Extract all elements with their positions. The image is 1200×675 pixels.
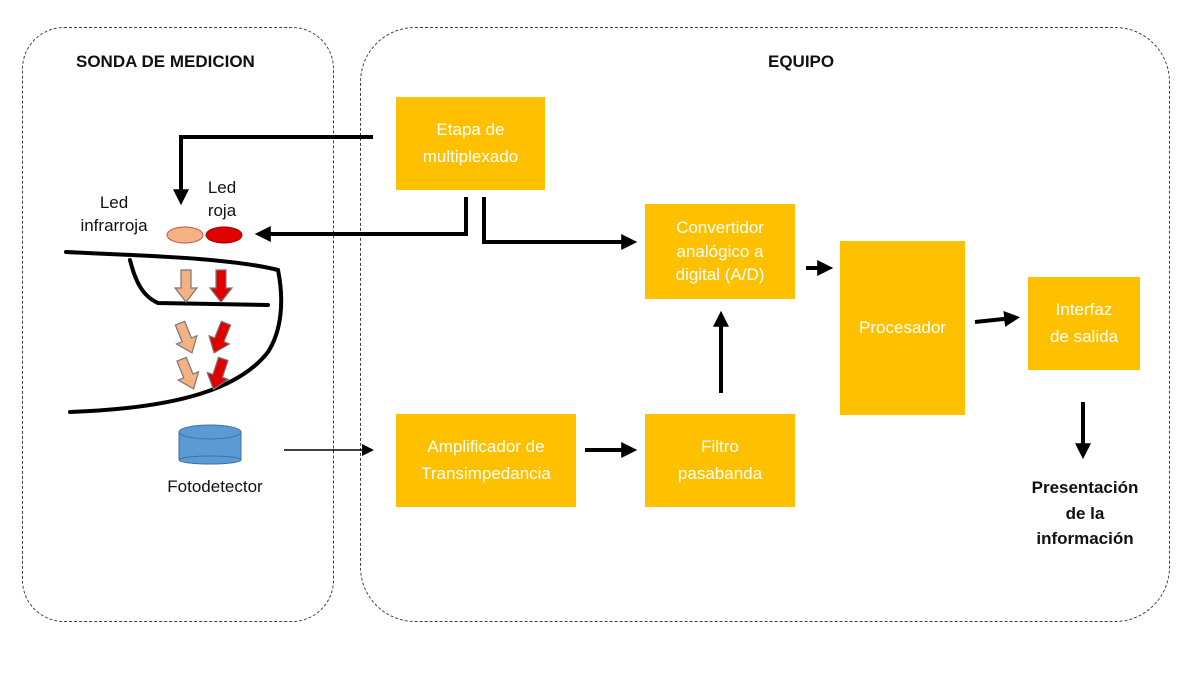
infrared-light-arrow [173,269,199,303]
processor-block: Procesador [840,241,965,415]
red-light-arrow [208,320,232,354]
multiplexer-block: Etapa de multiplexado [396,97,545,190]
arrow-mux-to-converter [482,197,638,250]
converter-block: Convertidor analógico a digital (A/D) [645,204,795,299]
finger-outline [64,250,284,414]
amplifier-label: Amplificador de Transimpedancia [421,437,551,483]
led-infrared-label: Led infrarroja [80,193,148,235]
arrow-mux-to-led-infrared [173,135,373,206]
arrow-mux-to-led-red [254,197,468,242]
photodetector-icon [178,424,242,465]
filter-block: Filtro pasabanda [645,414,795,507]
red-light-arrow [206,356,230,391]
led-red-icon [205,226,243,244]
output-interface-label: Interfaz de salida [1049,300,1119,346]
probe-title: SONDA DE MEDICION [76,52,255,71]
led-infrared-icon [166,226,204,244]
converter-label: Convertidor analógico a digital (A/D) [675,217,765,285]
processor-label: Procesador [859,317,946,337]
amplifier-block: Amplificador de Transimpedancia [396,414,576,507]
photodetector-label: Fotodetector [167,477,263,496]
output-interface-block: Interfaz de salida [1028,277,1140,370]
arrow-processor-to-interface [974,310,1021,327]
red-light-arrow [208,269,234,303]
equipment-title: EQUIPO [768,52,835,71]
filter-label: Filtro pasabanda [677,437,763,483]
probe-region [22,27,334,622]
led-red-label: Led roja [207,178,237,220]
multiplexer-label: Etapa de multiplexado [422,120,519,166]
presentation-label: Presentación de la información [1031,478,1139,548]
infrared-light-arrow [176,356,200,390]
equipment-region [360,27,1170,622]
infrared-light-arrow [174,320,198,354]
